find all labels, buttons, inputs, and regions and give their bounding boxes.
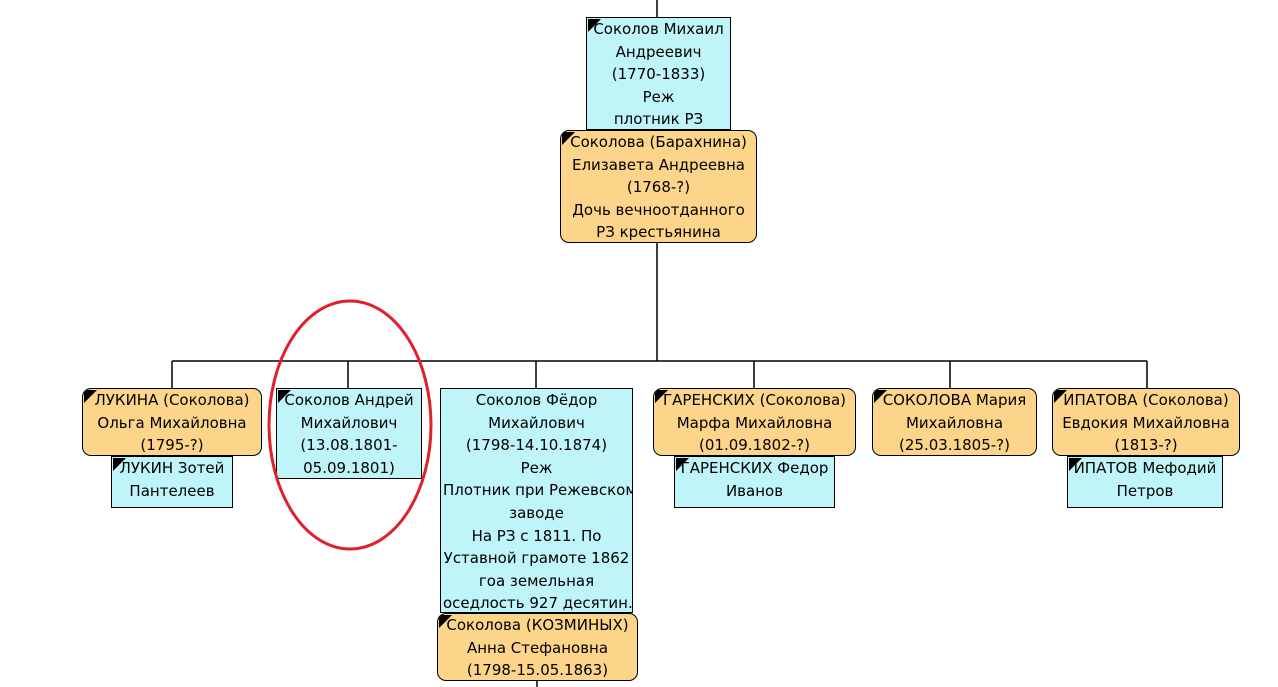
card-line: (1798-14.10.1874)	[465, 436, 608, 455]
card-line: Соколов Андрей	[284, 391, 414, 409]
deceased-mark-icon	[1054, 390, 1067, 403]
card-line: Евдокия Михайловна	[1062, 413, 1230, 432]
card-line: Иванов	[725, 481, 784, 500]
card-line: Марфа Михайловна	[676, 413, 833, 432]
card-line: (1795-?)	[140, 436, 204, 455]
person-card-fyodor-sokolov[interactable]: Соколов Фёдор Михайлович (1798-14.10.187…	[440, 388, 633, 613]
card-line: Соколова (Барахнина)	[570, 133, 747, 151]
card-line: ИПАТОВ Мефодий	[1073, 459, 1217, 477]
card-line: Михайловна	[905, 413, 1004, 432]
card-line: плотник РЗ	[613, 110, 704, 129]
card-line: Пантелеев	[129, 481, 215, 500]
card-line: Соколов Михаил	[593, 20, 724, 38]
card-line: СОКОЛОВА Мария	[882, 391, 1027, 409]
card-line: Дочь вечноотданного	[572, 200, 745, 219]
card-line: РЗ крестьянина	[596, 223, 721, 242]
deceased-mark-icon	[874, 390, 887, 403]
card-line: Реж	[642, 87, 675, 106]
card-line: ЛУКИНА (Соколова)	[94, 391, 250, 409]
card-line: Анна Стефановна	[466, 638, 609, 657]
card-line: Михайлович	[488, 413, 585, 432]
person-card-mefodiy-ipatov[interactable]: ИПАТОВ Мефодий Петров	[1067, 456, 1223, 508]
card-line: оседлость 927 десятин.	[443, 594, 633, 613]
card-line: Плотник при Режевском	[443, 481, 633, 500]
card-line: Петров	[1116, 481, 1174, 500]
card-line: (25.03.1805-?)	[899, 436, 1010, 455]
person-card-evdokia-ipatova[interactable]: ИПАТОВА (Соколова) Евдокия Михайловна (1…	[1052, 388, 1240, 456]
card-line: Елизавета Андреевна	[571, 155, 745, 174]
card-line: (01.09.1802-?)	[699, 436, 810, 455]
card-line: Андреевич	[615, 42, 702, 61]
deceased-mark-icon	[655, 390, 668, 403]
deceased-mark-icon	[1069, 458, 1082, 471]
card-line: (1768-?)	[626, 178, 691, 197]
card-line: На РЗ с 1811. По	[471, 526, 602, 545]
deceased-mark-icon	[676, 458, 689, 471]
card-line: (13.08.1801-	[300, 436, 398, 455]
card-line: ИПАТОВА (Соколова)	[1063, 391, 1229, 409]
card-line: заводе	[509, 503, 564, 522]
person-card-olga-lukina[interactable]: ЛУКИНА (Соколова) Ольга Михайловна (1795…	[82, 388, 262, 456]
person-card-fedor-garenskikh[interactable]: ГАРЕНСКИХ Федор Иванов	[674, 456, 835, 508]
card-line: ГАРЕНСКИХ (Соколова)	[663, 391, 846, 409]
card-line: 05.09.1801)	[303, 458, 395, 477]
deceased-mark-icon	[439, 615, 452, 628]
card-line: гоа земельная	[478, 571, 595, 590]
card-line: (1798-15.05.1863)	[466, 661, 609, 680]
card-line: Соколова (КОЗМИНЫХ)	[446, 616, 629, 634]
person-card-elizaveta-sokolova[interactable]: Соколова (Барахнина) Елизавета Андреевна…	[560, 130, 757, 243]
person-card-mikhail-sokolov[interactable]: Соколов Михаил Андреевич (1770-1833) Реж…	[586, 17, 731, 130]
deceased-mark-icon	[278, 390, 291, 403]
card-line: Соколов Фёдор	[475, 391, 598, 409]
card-line: Уставной грамоте 1862	[443, 549, 630, 568]
card-line: ЛУКИН Зотей	[119, 459, 225, 477]
person-card-andrey-sokolov[interactable]: Соколов Андрей Михайлович (13.08.1801- 0…	[276, 388, 422, 479]
deceased-mark-icon	[84, 390, 97, 403]
deceased-mark-icon	[113, 458, 126, 471]
card-line: Реж	[520, 458, 553, 477]
card-line: Ольга Михайловна	[97, 413, 247, 432]
card-line: ГАРЕНСКИХ Федор	[680, 459, 829, 477]
person-card-marfa-garenskikh[interactable]: ГАРЕНСКИХ (Соколова) Марфа Михайловна (0…	[653, 388, 856, 456]
card-line: Михайлович	[300, 413, 398, 432]
person-card-anna-sokolova[interactable]: Соколова (КОЗМИНЫХ) Анна Стефановна (179…	[437, 613, 638, 681]
card-line: (1813-?)	[1114, 436, 1178, 455]
person-card-maria-sokolova[interactable]: СОКОЛОВА Мария Михайловна (25.03.1805-?)	[872, 388, 1037, 456]
deceased-mark-icon	[588, 19, 601, 32]
deceased-mark-icon	[562, 132, 575, 145]
card-line: (1770-1833)	[611, 65, 706, 84]
person-card-zotey-lukin[interactable]: ЛУКИН Зотей Пантелеев	[111, 456, 233, 508]
